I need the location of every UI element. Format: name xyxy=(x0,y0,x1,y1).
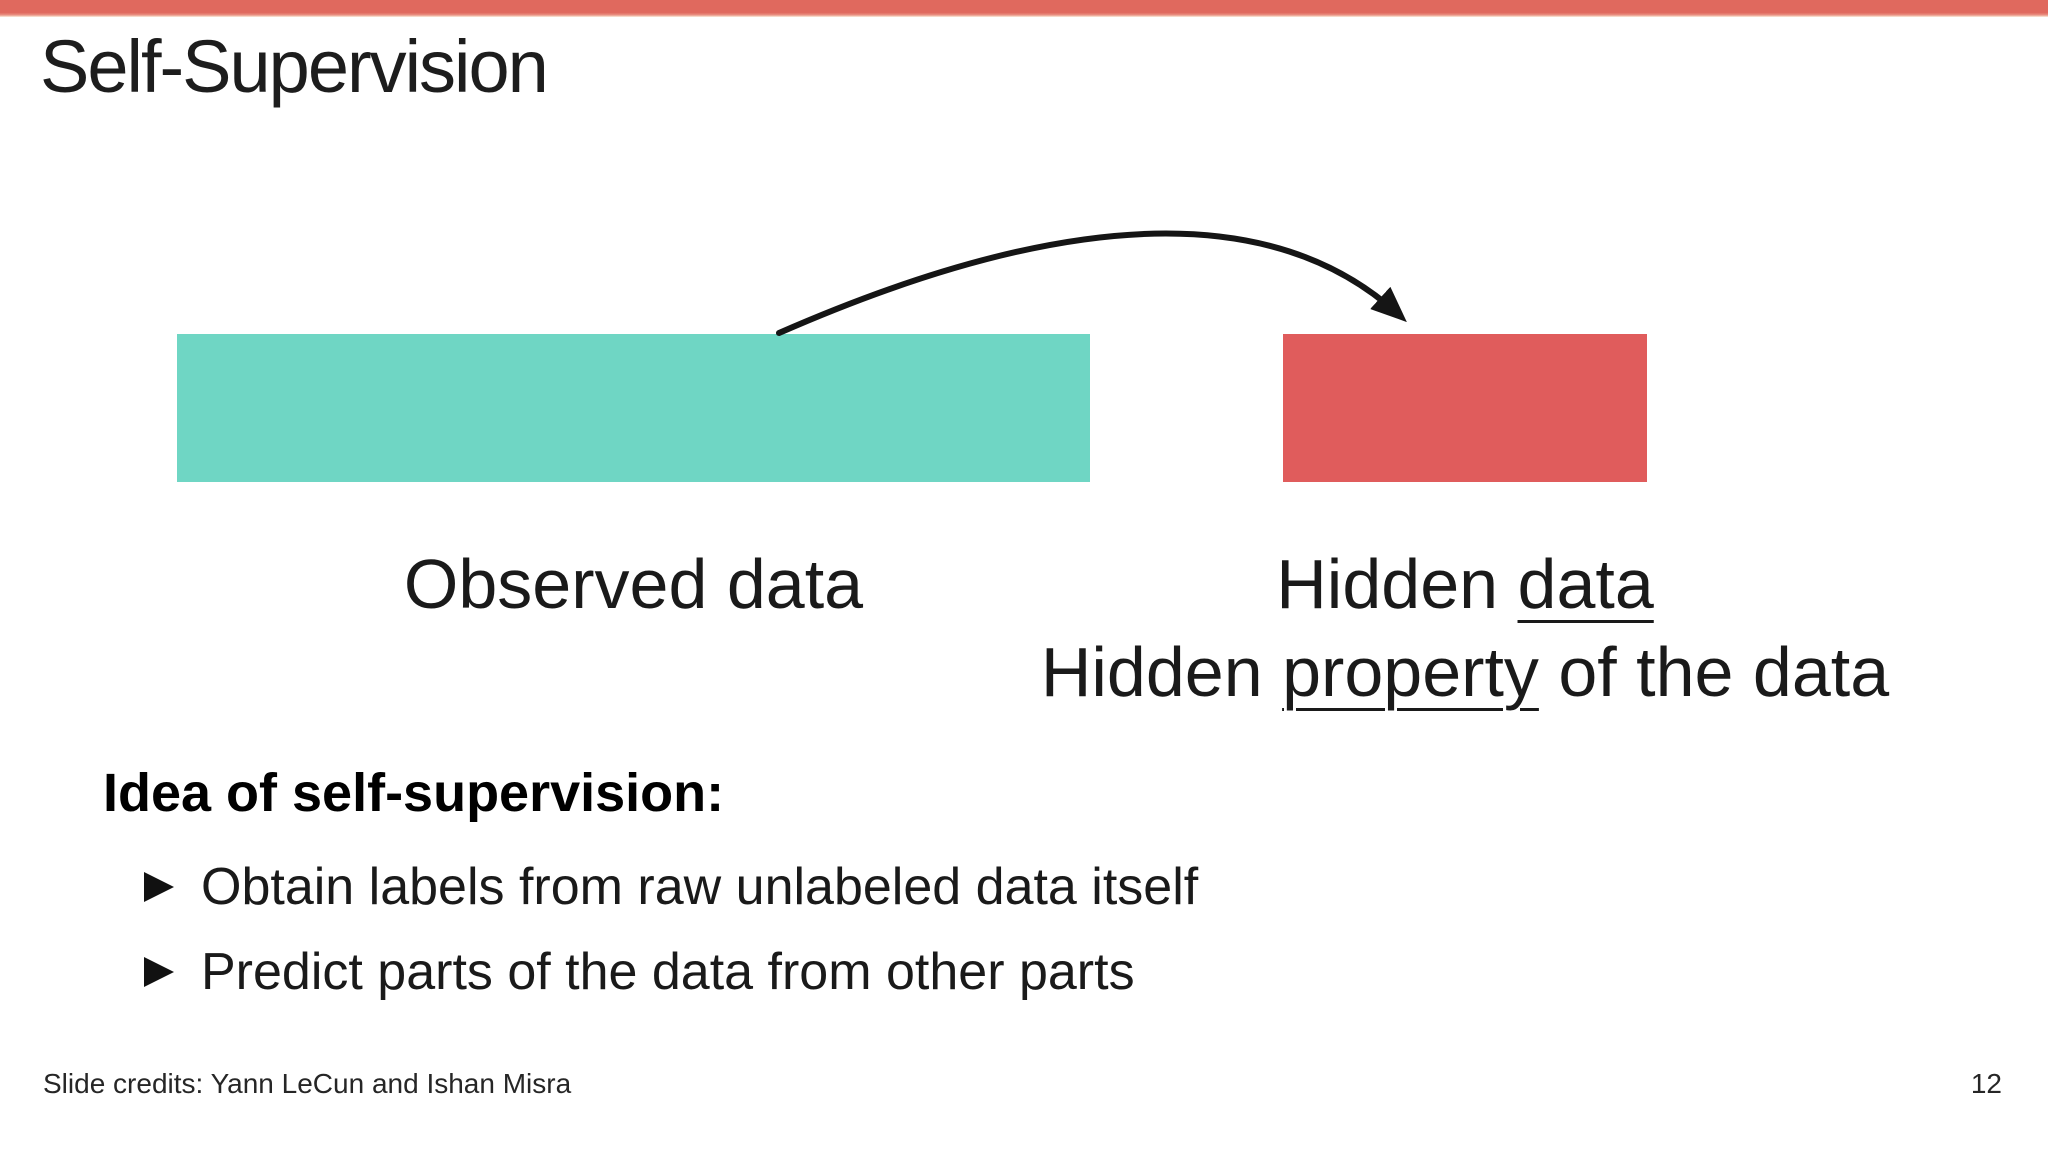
idea-heading: Idea of self-supervision: xyxy=(103,763,725,823)
arrow-path xyxy=(776,230,1407,336)
triangle-bullet-icon xyxy=(144,957,174,987)
hidden-line2-suffix: of the data xyxy=(1538,633,1890,711)
bullet-item: Obtain labels from raw unlabeled data it… xyxy=(144,857,1198,917)
footer-credits: Slide credits: Yann LeCun and Ishan Misr… xyxy=(43,1068,572,1099)
page-title: Self-Supervision xyxy=(40,25,549,108)
hidden-line1-underlined-word: data xyxy=(1517,545,1654,623)
observed-data-label: Observed data xyxy=(403,545,864,623)
bullet-item: Predict parts of the data from other par… xyxy=(144,942,1135,1002)
observed-data-box xyxy=(177,334,1090,482)
hidden-line2-prefix: Hidden xyxy=(1040,633,1283,711)
hidden-line1-prefix: Hidden xyxy=(1276,545,1518,623)
triangle-bullet-icon xyxy=(144,872,174,902)
page-number: 12 xyxy=(1970,1068,2002,1099)
hidden-label-line1: Hidden data xyxy=(883,540,2047,628)
hidden-data-box xyxy=(1283,334,1647,482)
hidden-data-label: Hidden data Hidden property of the data xyxy=(883,540,2047,716)
top-accent-bar xyxy=(0,0,2048,17)
hidden-line2-underlined-word: property xyxy=(1282,633,1539,711)
bullet-label: Predict parts of the data from other par… xyxy=(201,943,1135,1001)
hidden-label-line2: Hidden property of the data xyxy=(883,628,2047,716)
bullet-label: Obtain labels from raw unlabeled data it… xyxy=(201,858,1199,916)
